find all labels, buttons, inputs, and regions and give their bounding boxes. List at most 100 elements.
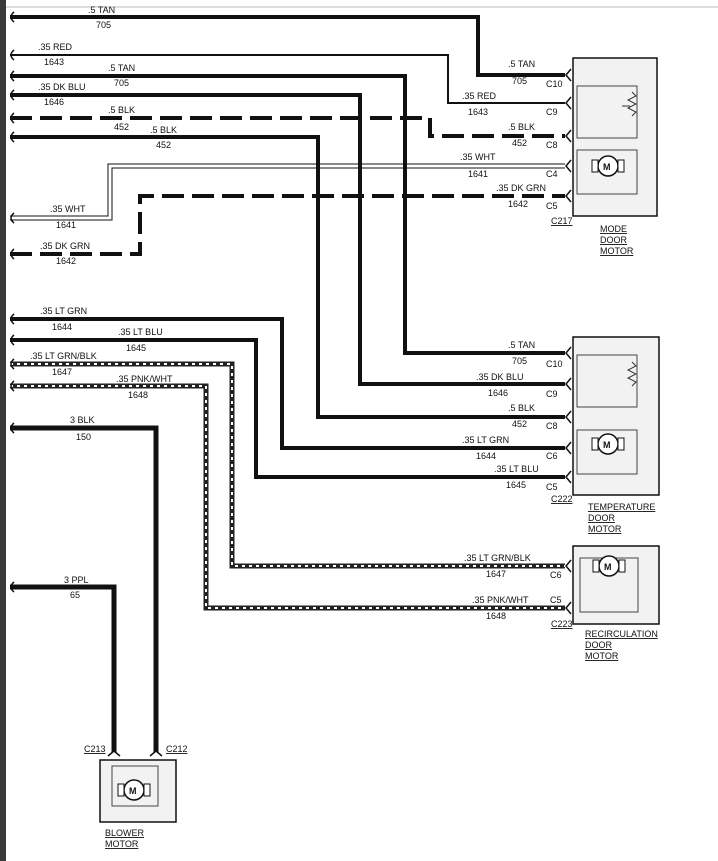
connector-arrow-icon — [565, 159, 572, 173]
connector-label: C212 — [166, 744, 188, 754]
pin-label: C5 — [546, 482, 558, 492]
pin-label: C6 — [550, 570, 562, 580]
pin-circuit: 1644 — [476, 451, 496, 461]
temp-potentiometer-frame — [576, 354, 638, 408]
pin-circuit: 705 — [512, 356, 527, 366]
wire-end-icon — [10, 131, 15, 143]
wire-end-icon — [10, 49, 15, 61]
wire-end-icon — [10, 313, 15, 325]
pin-label: C10 — [546, 359, 563, 369]
wire-end-icon — [10, 358, 15, 370]
wire-1643 — [10, 54, 565, 104]
motor-brush-icon — [617, 159, 625, 173]
connector-arrow-icon — [565, 346, 572, 360]
pin-label: C9 — [546, 389, 558, 399]
pin-circuit: 1646 — [488, 388, 508, 398]
wire-label: .5 BLK — [108, 105, 135, 115]
connector-arrow-icon — [565, 189, 572, 203]
wire-circuit: 705 — [96, 20, 111, 30]
connector-arrow-icon — [565, 441, 572, 455]
wire-label: .35 LT GRN — [40, 306, 87, 316]
wire-end-icon — [10, 212, 15, 224]
pin-circuit: 1643 — [468, 107, 488, 117]
wire-end-icon — [10, 380, 15, 392]
mode-motor-frame — [576, 149, 638, 195]
connector-arrow-icon — [565, 129, 572, 143]
component-label: DOOR — [585, 640, 613, 650]
wire-452-mode — [10, 116, 565, 138]
component-label: RECIRCULATION — [585, 629, 658, 639]
wire-1644 — [10, 317, 565, 450]
motor-symbol: M — [129, 786, 137, 796]
wire-end-icon — [10, 422, 15, 434]
component-label: MODE — [600, 224, 627, 234]
component-label: BLOWER — [105, 828, 145, 838]
pin-label: C5 — [546, 201, 558, 211]
motor-symbol: M — [603, 162, 611, 172]
connector-arrow-icon — [565, 559, 572, 573]
component-label: TEMPERATURE — [588, 502, 655, 512]
temperature-door-motor: M — [572, 336, 660, 496]
wire-label: .5 TAN — [108, 63, 135, 73]
pin-wire-label: .35 LT GRN/BLK — [464, 553, 531, 563]
component-label: MOTOR — [585, 651, 619, 661]
resistor-icon — [626, 91, 638, 117]
wire-label: .35 LT GRN/BLK — [30, 351, 97, 361]
component-label: MOTOR — [588, 524, 622, 534]
wire-705-temp — [10, 74, 565, 355]
component-label: MOTOR — [600, 246, 634, 256]
wire-circuit: 1647 — [52, 367, 72, 377]
wire-circuit: 452 — [114, 122, 129, 132]
mode-door-motor: M — [572, 57, 658, 217]
pin-wire-label: .35 LT GRN — [462, 435, 509, 445]
wire-end-icon — [10, 248, 15, 260]
wire-circuit: 150 — [76, 432, 91, 442]
component-label: DOOR — [588, 513, 616, 523]
wire-1648-stripe — [10, 385, 565, 609]
wire-1641-outline — [10, 167, 565, 221]
connector-arrow-icon — [565, 96, 572, 110]
connector-label: C213 — [84, 744, 106, 754]
pin-label: C10 — [546, 79, 563, 89]
wire-end-icon — [10, 70, 15, 82]
pin-circuit: 1648 — [486, 611, 506, 621]
pin-label: C9 — [546, 107, 558, 117]
wire-1641 — [10, 163, 565, 217]
pin-wire-label: .5 TAN — [508, 340, 535, 350]
wire-circuit: 1646 — [44, 97, 64, 107]
motor-brush-icon — [591, 159, 599, 173]
wire-150 — [10, 425, 159, 752]
motor-brush-icon — [117, 783, 125, 797]
pin-arrows — [107, 68, 572, 757]
pin-wire-label: .35 PNK/WHT — [472, 595, 529, 605]
connector-arrow-icon — [565, 68, 572, 82]
wire-1642 — [10, 194, 565, 256]
temp-motor-box — [572, 336, 660, 496]
wire-label: .35 WHT — [50, 204, 86, 214]
pin-wire-label: .35 LT BLU — [494, 464, 539, 474]
pin-circuit: 452 — [512, 419, 527, 429]
wire-1647 — [10, 361, 565, 569]
wire-label: .35 DK GRN — [40, 241, 90, 251]
pin-circuit: 452 — [512, 138, 527, 148]
recirculation-door-motor: M — [572, 545, 660, 625]
wire-end-icon — [10, 89, 15, 101]
motor-brush-icon — [618, 559, 626, 573]
pin-label: C4 — [546, 169, 558, 179]
connector-label: C217 — [551, 216, 573, 226]
wire-1645 — [10, 338, 565, 479]
blower-motor-frame — [111, 765, 159, 807]
motor-brush-icon — [592, 559, 600, 573]
connector-arrow-icon — [565, 410, 572, 424]
pin-wire-label: .5 BLK — [508, 122, 535, 132]
blower-motor: M — [99, 759, 177, 823]
wire-end-icon — [10, 112, 15, 124]
pin-circuit: 1645 — [506, 480, 526, 490]
wire-label: 3 PPL — [64, 575, 89, 585]
wire-circuit: 1644 — [52, 322, 72, 332]
pin-wire-label: .35 DK BLU — [476, 372, 524, 382]
pin-circuit: 705 — [512, 76, 527, 86]
wire-label: .35 DK BLU — [38, 82, 86, 92]
wire-circuit: 1645 — [126, 343, 146, 353]
page-edge — [0, 0, 6, 861]
